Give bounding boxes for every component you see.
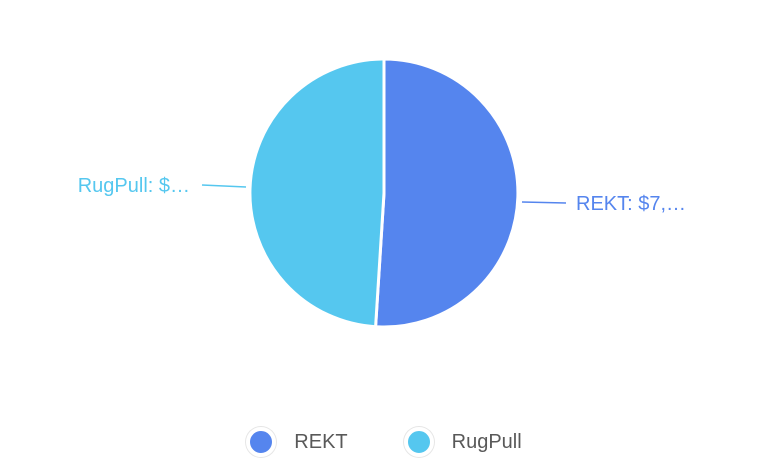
legend-item-rekt[interactable]: REKT — [246, 427, 348, 457]
slice-label-rekt: REKT: $7,… — [576, 193, 686, 215]
legend: REKT RugPull — [0, 420, 768, 464]
slice-labels: REKT: $7,… RugPull: $… — [78, 175, 686, 215]
pie-slice-rugpull[interactable] — [248, 57, 386, 329]
legend-marker-rekt — [246, 427, 277, 457]
legend-label-rugpull: RugPull — [451, 430, 522, 453]
pie-slice-rekt[interactable] — [374, 57, 520, 329]
legend-item-rugpull[interactable]: RugPull — [403, 427, 522, 457]
leader-line-rugpull — [201, 184, 247, 188]
pie-slices — [248, 57, 520, 329]
legend-marker-rugpull — [403, 427, 434, 457]
legend-label-rekt: REKT — [294, 430, 348, 453]
leader-line-rekt — [521, 201, 567, 204]
slice-label-rugpull: RugPull: $… — [78, 175, 190, 197]
